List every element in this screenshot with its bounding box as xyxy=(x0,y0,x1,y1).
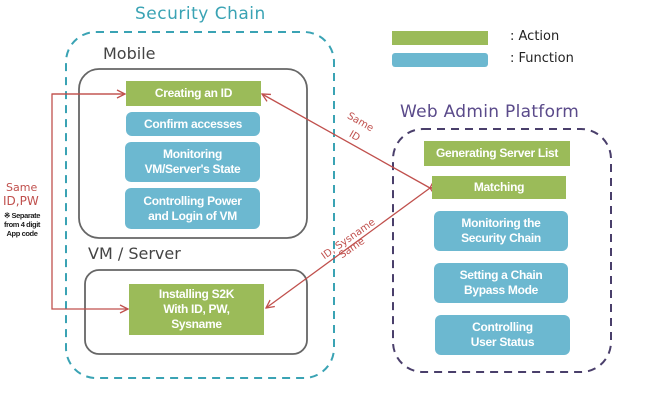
legend-action-label: : Action xyxy=(510,29,560,44)
creating-an-id-box: Creating an ID xyxy=(126,81,261,106)
monitoring-vm-state-box: Monitoring VM/Server's State xyxy=(125,142,260,182)
arrow-same-id xyxy=(262,94,430,188)
vm-server-title: VM / Server xyxy=(88,244,181,263)
generating-server-list-box: Generating Server List xyxy=(424,141,570,166)
matching-box: Matching xyxy=(432,176,566,199)
monitoring-security-chain-box: Monitoring the Security Chain xyxy=(434,211,568,251)
arrow-same-id-pw xyxy=(51,93,128,309)
controlling-power-login-box: Controlling Power and Login of VM xyxy=(125,188,260,229)
confirm-accesses-box: Confirm accesses xyxy=(126,112,260,136)
arrow-same-id-sysname xyxy=(266,188,430,308)
separate-note: ※ Separate from 4 digit App code xyxy=(3,211,41,238)
legend-function-label: : Function xyxy=(510,51,574,66)
web-admin-platform-title: Web Admin Platform xyxy=(400,102,580,122)
security-chain-title: Security Chain xyxy=(135,4,266,24)
vm-server-container xyxy=(84,269,308,355)
legend-action-swatch xyxy=(392,31,488,45)
setting-chain-bypass-box: Setting a Chain Bypass Mode xyxy=(434,263,568,303)
mobile-title: Mobile xyxy=(103,44,156,63)
legend-function-swatch xyxy=(392,53,488,67)
same-id-pw-label-2: ID,PW xyxy=(3,194,39,208)
installing-s2k-box: Installing S2K With ID, PW, Sysname xyxy=(129,284,264,335)
same-id-pw-label-1: Same xyxy=(6,181,38,194)
controlling-user-status-box: Controlling User Status xyxy=(435,315,570,355)
